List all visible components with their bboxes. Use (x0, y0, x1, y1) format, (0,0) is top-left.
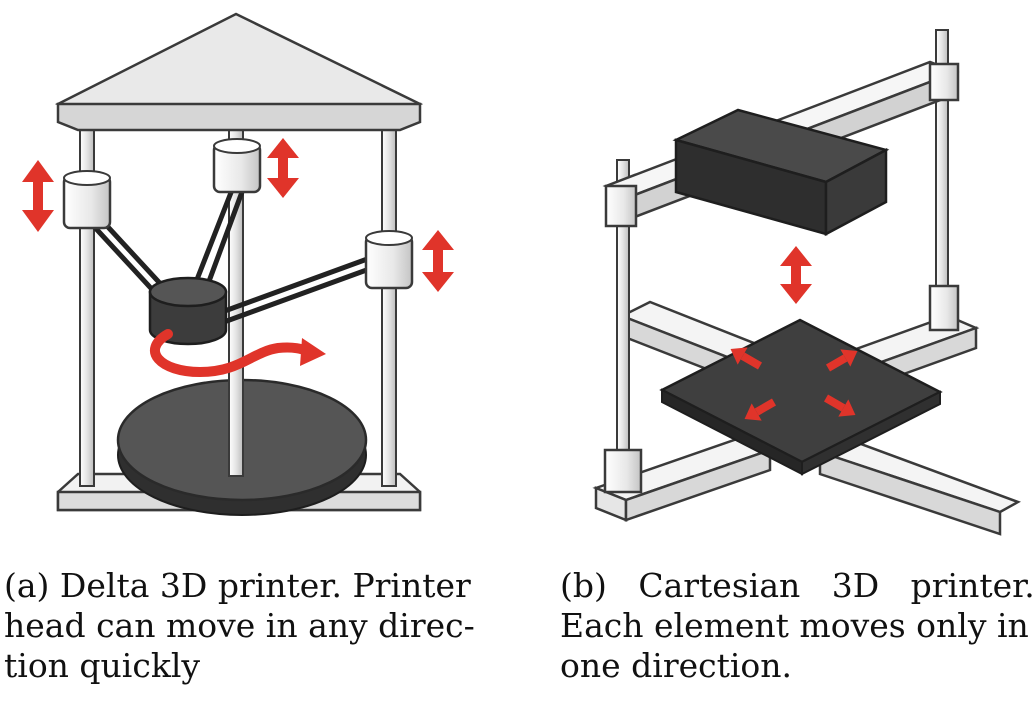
caption-a-line-1: (a) Delta 3D printer. Printer (4, 566, 471, 605)
delta-top-plate (54, 12, 424, 132)
delta-updown-arrow-left (22, 160, 54, 232)
cartesian-printer-illustration (592, 29, 1021, 536)
delta-carriage-middle (212, 138, 262, 194)
delta-carriage-right (364, 230, 414, 290)
cartesian-left-rod (603, 159, 643, 494)
cartesian-bed-arrows (730, 347, 858, 421)
cartesian-print-bed (659, 318, 943, 476)
delta-printer-illustration (22, 12, 454, 516)
cartesian-front-right-rail (816, 438, 1021, 536)
delta-updown-arrow-middle (267, 138, 299, 198)
cartesian-head-updown-arrow (780, 246, 812, 304)
caption-b-line-2: Each element moves only in (560, 606, 1029, 645)
caption-b-line-1: (b) Cartesian 3D printer. (560, 566, 1035, 605)
caption-a-line-3: tion quickly (4, 646, 201, 685)
delta-carriage-left (62, 170, 112, 230)
caption-b-line-3: one direction. (560, 646, 793, 685)
caption-delta-printer: (a) Delta 3D printer. Printer head can m… (4, 566, 475, 686)
caption-cartesian-printer: (b) Cartesian 3D printer. Each element m… (560, 566, 1035, 686)
delta-motion-swirl-arrow (150, 329, 326, 378)
cartesian-print-head (672, 108, 890, 237)
caption-a-line-2: head can move in any direc- (4, 606, 475, 645)
delta-updown-arrow-right (422, 230, 454, 292)
